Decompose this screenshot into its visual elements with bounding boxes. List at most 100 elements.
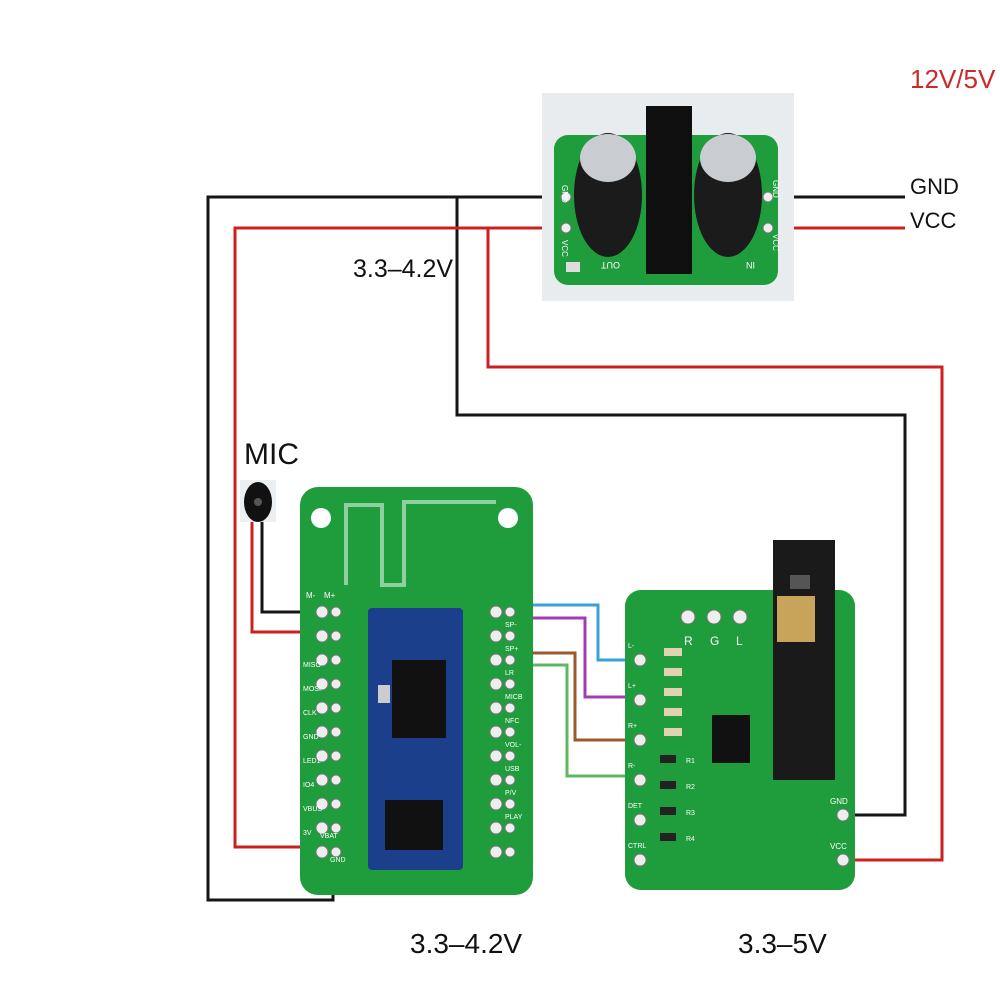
bt-module-voltage-label: 3.3–4.2V bbox=[410, 928, 523, 959]
bt-right-pin-label: LR bbox=[505, 670, 514, 677]
capacitor-smd bbox=[664, 728, 682, 736]
amp-pad-vcc bbox=[836, 853, 850, 867]
bt-left-pad bbox=[315, 821, 329, 835]
amp-left-pin-label: CTRL bbox=[628, 843, 646, 850]
amp-top-pad bbox=[732, 609, 748, 625]
bt-silk-vbat: VBAT bbox=[320, 833, 338, 840]
vcc-label: VCC bbox=[910, 208, 957, 233]
bt-right-pin-label: SP- bbox=[505, 622, 517, 629]
bt-left-pad bbox=[330, 606, 342, 618]
resistor-body bbox=[660, 755, 676, 763]
bt-left-pad bbox=[330, 822, 342, 834]
bt-right-pin-label: SP+ bbox=[505, 646, 518, 653]
amp-top-pad bbox=[706, 609, 722, 625]
resistor-body bbox=[660, 781, 676, 789]
bt-mount-hole-right bbox=[498, 508, 518, 528]
capacitor-smd bbox=[664, 648, 682, 656]
amp-left-pin-label: L- bbox=[628, 643, 635, 650]
bt-right-pad bbox=[489, 653, 503, 667]
bt-left-pad bbox=[315, 749, 329, 763]
amp-silk-gnd: GND bbox=[830, 797, 848, 806]
bt-right-pad bbox=[504, 678, 516, 690]
bt-right-pad bbox=[489, 749, 503, 763]
audio-jack-contact bbox=[777, 596, 815, 642]
amp-top-pin-label: G bbox=[710, 634, 719, 648]
supply-voltage-label: 12V/5V bbox=[910, 64, 996, 94]
bt-left-pad bbox=[330, 702, 342, 714]
amp-voltage-label: 3.3–5V bbox=[738, 928, 827, 959]
bt-left-pin-label: LED1 bbox=[303, 758, 321, 765]
bt-module-crystal bbox=[378, 685, 390, 703]
bt-left-pin-label: IO4 bbox=[303, 782, 314, 789]
audio-wire-green bbox=[505, 663, 640, 778]
bt-right-pin-label: USB bbox=[505, 766, 520, 773]
bt-right-pin-label: MICB bbox=[505, 694, 523, 701]
bt-left-pad bbox=[315, 797, 329, 811]
bt-right-pad bbox=[504, 798, 516, 810]
bt-right-pin-label: P/V bbox=[505, 790, 517, 797]
bt-left-pin-label: MISO bbox=[303, 662, 321, 669]
capacitor-smd bbox=[664, 668, 682, 676]
audio-jack-slot bbox=[790, 575, 810, 589]
amp-left-pad bbox=[633, 693, 647, 707]
regulator-silk-gnd-right: GND bbox=[771, 180, 780, 198]
regulator-pad-gnd-left bbox=[560, 191, 572, 203]
amp-top-pin-label: L bbox=[736, 634, 743, 648]
resistor-label: R1 bbox=[686, 758, 695, 765]
regulator-pad-vcc-left bbox=[560, 222, 572, 234]
amp-left-pad bbox=[633, 813, 647, 827]
bt-left-pad bbox=[315, 701, 329, 715]
regulator-silk-gnd-left: GND bbox=[560, 185, 569, 203]
bt-right-pad bbox=[489, 605, 503, 619]
bt-right-pad bbox=[504, 702, 516, 714]
regulator-silk-in: IN bbox=[746, 260, 755, 270]
amp-pad-gnd bbox=[836, 808, 850, 822]
regulator-silk-vcc-right: VCC bbox=[771, 234, 780, 251]
capacitor-left-top bbox=[580, 134, 636, 182]
bt-left-pad bbox=[330, 678, 342, 690]
bt-left-pad bbox=[330, 774, 342, 786]
bt-left-pad bbox=[315, 605, 329, 619]
resistor-label: R3 bbox=[686, 810, 695, 817]
capacitor-right-top bbox=[700, 134, 756, 182]
vcc-wire-regulator-to-bt bbox=[233, 226, 565, 849]
regulator-output-label: 3.3–4.2V bbox=[353, 255, 454, 283]
amp-top-pad bbox=[680, 609, 696, 625]
audio-wire-blue bbox=[502, 603, 640, 662]
bt-left-pad bbox=[315, 845, 329, 859]
bt-right-pad bbox=[489, 797, 503, 811]
regulator-pad-vcc-right bbox=[762, 222, 774, 234]
bt-left-pin-label: VBUS bbox=[303, 806, 322, 813]
amp-left-pin-label: DET bbox=[628, 803, 643, 810]
amp-left-pad bbox=[633, 773, 647, 787]
bt-right-pad bbox=[504, 774, 516, 786]
bt-left-pad bbox=[315, 629, 329, 643]
capacitor-smd bbox=[664, 688, 682, 696]
audio-wire-purple bbox=[505, 616, 640, 699]
bt-left-pad bbox=[315, 773, 329, 787]
bt-right-pin-label: VOL- bbox=[505, 742, 522, 749]
bt-silk-mic-pos: M+ bbox=[324, 591, 336, 600]
bt-right-pad bbox=[504, 846, 516, 858]
bt-left-pad bbox=[315, 725, 329, 739]
bt-right-pad bbox=[504, 750, 516, 762]
bt-left-pad bbox=[315, 653, 329, 667]
regulator-smd-part bbox=[566, 262, 580, 272]
gnd-wire-regulator-to-amp bbox=[455, 197, 907, 817]
amp-ic bbox=[712, 715, 750, 763]
resistor-body bbox=[660, 833, 676, 841]
regulator-board: GND VCC OUT IN GND VCC bbox=[542, 93, 794, 301]
amp-left-pad bbox=[633, 733, 647, 747]
audio-wire-brown bbox=[505, 651, 640, 742]
regulator-pad-gnd-right bbox=[762, 191, 774, 203]
bt-left-pin-label: 3V bbox=[303, 830, 312, 837]
bt-left-pad-column bbox=[315, 605, 342, 859]
microphone bbox=[240, 480, 276, 522]
bt-left-pad bbox=[315, 677, 329, 691]
bt-right-pad bbox=[489, 677, 503, 691]
bt-right-pad bbox=[504, 630, 516, 642]
